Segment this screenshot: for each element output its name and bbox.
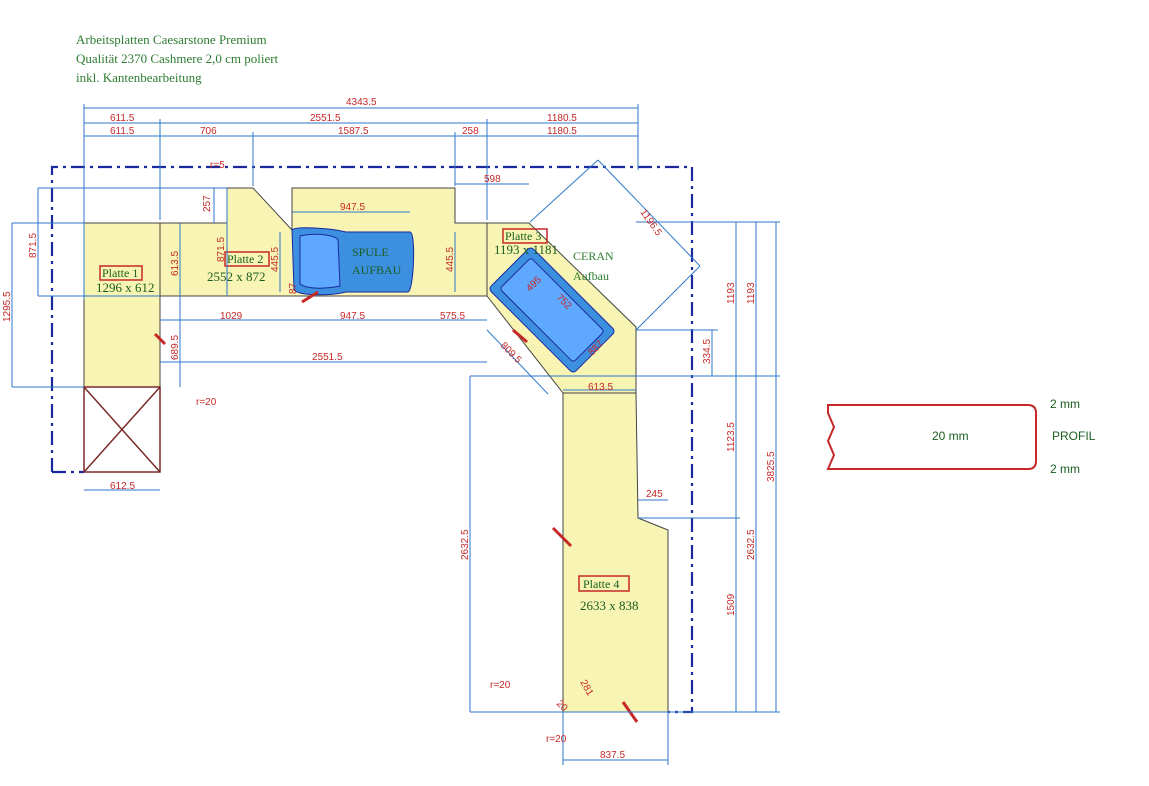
sink-label-1: SPULE [352, 245, 389, 259]
plate-2-size: 2552 x 872 [207, 269, 266, 284]
dim-2632-right: 2632.5 [746, 529, 757, 560]
dim-top-a2: 2551.5 [310, 113, 341, 124]
dim-top-b4: 258 [462, 126, 479, 137]
plate-labels: Platte 1 1296 x 612 Platte 2 2552 x 872 … [96, 228, 639, 613]
dim-r20-bottom-1: r=20 [490, 680, 511, 691]
dim-3825: 3825.5 [766, 451, 777, 482]
plate-2-name: Platte 2 [227, 252, 263, 266]
dim-245: 245 [646, 489, 663, 500]
dim-871-in: 871.5 [216, 237, 227, 262]
dim-2551-mid: 2551.5 [312, 352, 343, 363]
dim-top-a3: 1180.5 [547, 113, 577, 124]
dim-689: 689.5 [170, 335, 181, 360]
project-header: Arbeitsplatten Caesarstone Premium Quali… [76, 30, 278, 87]
dim-1295: 1295.5 [2, 291, 13, 322]
dim-top-b3: 1587.5 [338, 126, 369, 137]
plate-4-name: Platte 4 [583, 577, 619, 591]
dim-r20-left: r=20 [196, 397, 217, 408]
dim-top-a1: 611.5 [110, 113, 135, 124]
plate-4-surface [562, 392, 669, 713]
header-line-3: inkl. Kantenbearbeitung [76, 70, 202, 85]
dim-445-left: 445.5 [270, 247, 281, 272]
dim-87: 87 [288, 282, 299, 294]
cooktop-label-1: CERAN [573, 249, 614, 263]
profile-thickness: 20 mm [932, 429, 969, 443]
tall-cabinet [83, 386, 161, 473]
dim-947-bottom: 947.5 [340, 311, 365, 322]
dimension-lines [11, 104, 780, 765]
profile-title: PROFIL [1052, 429, 1096, 443]
plate-3-name: Platte 3 [505, 229, 541, 243]
dim-575: 575.5 [440, 311, 465, 322]
cooktop-cutout [489, 247, 615, 373]
dim-1196: 1196.5 [638, 207, 664, 238]
sink-label-2: AUFBAU [352, 263, 402, 277]
dim-total-width: 4343.5 [346, 97, 377, 108]
dim-r20-bottom-2: r=20 [546, 734, 567, 745]
seam-marks [153, 290, 639, 723]
dim-1509: 1509 [726, 593, 737, 616]
dim-598: 598 [484, 174, 501, 185]
dim-top-b1: 611.5 [110, 126, 135, 137]
dim-1123: 1123.5 [726, 422, 737, 452]
plate-1-name: Platte 1 [102, 266, 138, 280]
dim-871-left: 871.5 [28, 233, 39, 258]
header-line-2: Qualität 2370 Cashmere 2,0 cm poliert [76, 51, 279, 66]
profile-bottom-edge: 2 mm [1050, 462, 1080, 476]
plate-1-surface [83, 222, 161, 388]
plate-4-size: 2633 x 838 [580, 598, 639, 613]
plate-3-size: 1193 x 1181 [494, 242, 558, 257]
dim-612-5: 612.5 [110, 481, 135, 492]
dim-1193-a: 1193 [726, 282, 737, 304]
dim-445-right: 445.5 [445, 247, 456, 272]
dim-613-bottom: 613.5 [588, 382, 613, 393]
sink-cutout: SPULE AUFBAU [291, 227, 415, 296]
dim-809: 809.5 [498, 340, 524, 366]
dim-334: 334.5 [702, 339, 713, 364]
dim-257: 257 [202, 195, 213, 212]
profile-top-edge: 2 mm [1050, 397, 1080, 411]
edge-profile: 20 mm 2 mm PROFIL 2 mm [826, 397, 1096, 476]
dim-1193-b: 1193 [746, 282, 757, 304]
dim-613-5: 613.5 [170, 251, 181, 276]
header-line-1: Arbeitsplatten Caesarstone Premium [76, 32, 267, 47]
dim-947-top: 947.5 [340, 202, 365, 213]
cooktop-label-2: Aufbau [573, 269, 609, 283]
dim-top-b5: 1180.5 [547, 126, 577, 137]
dim-837: 837.5 [600, 750, 625, 761]
plate-1-size: 1296 x 612 [96, 280, 155, 295]
dim-2632-left: 2632.5 [460, 529, 471, 560]
dim-top-b2: 706 [200, 126, 217, 137]
dim-r5: r=5 [210, 160, 225, 171]
dim-1029: 1029 [220, 311, 243, 322]
